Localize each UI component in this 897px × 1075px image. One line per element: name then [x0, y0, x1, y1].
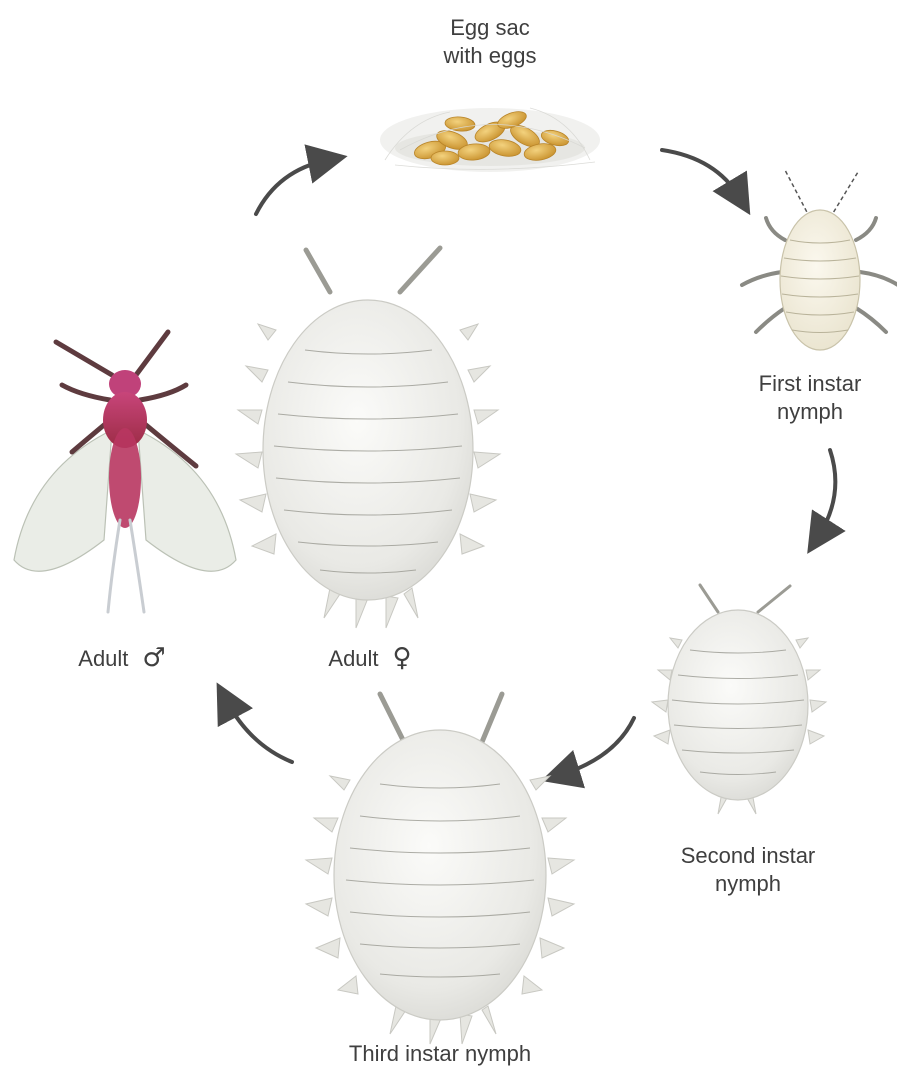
- arrow-eggs-to-first-instar: [662, 150, 740, 198]
- second-instar-label-line2: nymph: [656, 870, 840, 898]
- second-instar-label-line1: Second instar: [656, 842, 840, 870]
- second-instar-label: Second instar nymph: [656, 842, 840, 898]
- arrow-third-instar-to-adult: [226, 700, 292, 762]
- adult-male-label-text: Adult: [78, 646, 128, 671]
- arrow-second-to-third-instar: [560, 718, 634, 775]
- third-instar-illustration: [306, 694, 574, 1044]
- first-instar-label-line1: First instar: [730, 370, 890, 398]
- first-instar-label: First instar nymph: [730, 370, 890, 426]
- third-instar-label-line1: Third instar nymph: [290, 1040, 590, 1068]
- female-symbol-icon: ♀: [393, 643, 412, 673]
- adult-female-label: Adult ♀: [300, 644, 440, 673]
- adult-male-label: Adult ♂: [52, 644, 192, 673]
- male-symbol-icon: ♂: [142, 643, 165, 673]
- egg-sac-label-line2: with eggs: [420, 42, 560, 70]
- arrow-first-to-second-instar: [818, 450, 835, 537]
- adult-male-illustration: [14, 332, 236, 612]
- adult-female-label-text: Adult: [328, 646, 378, 671]
- egg-sac-label-line1: Egg sac: [420, 14, 560, 42]
- egg-sac-illustration: [380, 108, 600, 172]
- arrow-male-to-eggs: [256, 160, 328, 214]
- first-instar-illustration: [742, 170, 897, 350]
- second-instar-illustration: [652, 585, 826, 814]
- third-instar-label: Third instar nymph: [290, 1040, 590, 1068]
- first-instar-label-line2: nymph: [730, 398, 890, 426]
- adult-female-illustration: [236, 248, 500, 628]
- egg-sac-label: Egg sac with eggs: [420, 14, 560, 70]
